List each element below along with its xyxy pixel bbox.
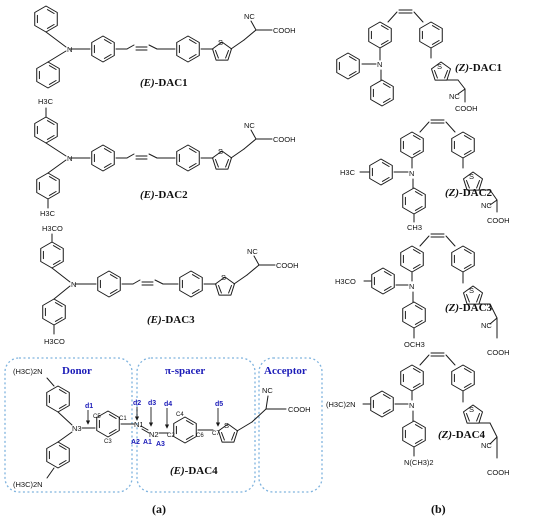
z-dac1-label: (Z)-DAC1 — [455, 62, 502, 74]
atom-n1: N1 — [134, 420, 144, 429]
atom-n2: N2 — [149, 430, 159, 439]
geometric-parameters: d1 d2 d3 d4 d5 A2 A1 A3 — [85, 400, 223, 448]
sulfur-atom: S — [221, 273, 226, 282]
sulfur-atom: S — [437, 62, 442, 71]
donor-region-box — [4, 357, 133, 493]
dimethylamino-group-top: (H3C)2N — [326, 400, 356, 409]
acceptor-region-label: Acceptor — [264, 365, 307, 377]
atom-c1: C1 — [119, 416, 127, 422]
methyl-group-top: H3C — [38, 97, 54, 106]
atom-c2: C2 — [167, 433, 175, 439]
methyl-group-bottom: H3C — [40, 209, 56, 218]
sulfur-atom: S — [469, 286, 474, 295]
e-dac4-structure: (H3C)2N (H3C)2N N3 C5 C3 C1 N1 N2 C2 C4 … — [13, 367, 311, 489]
nitrogen-atom: N — [409, 401, 414, 410]
z-dac1-structure: N S NC COOH — [336, 9, 478, 113]
carboxylic-acid-group: COOH — [273, 26, 296, 35]
z-dac2-label: (Z)-DAC2 — [445, 187, 493, 199]
cyano-group: NC — [244, 121, 255, 130]
carboxylic-acid-group: COOH — [487, 468, 510, 477]
methoxy-group-top: H3CO — [42, 224, 63, 233]
z-dac2-structure: N H3C CH3 S NC COOH — [340, 119, 510, 232]
methyl-group-top: H3C — [340, 168, 356, 177]
nitrogen-atom: N — [409, 282, 414, 291]
param-a1: A1 — [143, 439, 152, 446]
nitrogen-atom: N — [67, 45, 72, 54]
param-d4: d4 — [164, 401, 172, 408]
cyano-group: NC — [481, 321, 492, 330]
methoxy-group-top: H3CO — [335, 277, 356, 286]
sulfur-atom: S — [224, 421, 229, 430]
cyano-group: NC — [262, 386, 273, 395]
e-dac1-structure: N S NC COOH — [34, 5, 296, 89]
atom-n3: N3 — [72, 424, 82, 433]
methyl-group-bottom: CH3 — [407, 223, 422, 232]
sulfur-atom: S — [469, 172, 474, 181]
cyano-group: NC — [449, 92, 460, 101]
panel-a-label: (a) — [152, 502, 166, 516]
acceptor-region-box — [258, 357, 323, 493]
atom-c6: C6 — [196, 433, 204, 439]
sulfur-atom: S — [218, 147, 223, 156]
sulfur-atom: S — [218, 38, 223, 47]
atom-c5: C5 — [93, 414, 101, 420]
sulfur-atom: S — [469, 405, 474, 414]
methoxy-group-bottom: OCH3 — [404, 340, 425, 349]
z-dac3-structure: N H3CO OCH3 S NC COOH — [335, 233, 510, 357]
dimethylamino-group-top: (H3C)2N — [13, 367, 43, 376]
param-a3: A3 — [156, 441, 165, 448]
cyano-group: NC — [481, 441, 492, 450]
e-dac3-label: (E)-DAC3 — [147, 314, 195, 326]
e-dac2-structure: H3C H3C N S NC COOH — [34, 97, 296, 218]
carboxylic-acid-group: COOH — [487, 348, 510, 357]
cyano-group: NC — [244, 12, 255, 21]
z-dac3-label: (Z)-DAC3 — [445, 302, 493, 314]
param-d1: d1 — [85, 403, 93, 410]
cyano-group: NC — [481, 201, 492, 210]
atom-c7: C7 — [212, 431, 220, 437]
param-a2: A2 — [131, 439, 140, 446]
e-dac1-label: (E)-DAC1 — [140, 77, 188, 89]
pi-spacer-region-box — [136, 357, 256, 493]
nitrogen-atom: N — [409, 169, 414, 178]
nitrogen-atom: N — [71, 280, 76, 289]
donor-region-label: Donor — [62, 365, 92, 377]
methoxy-group-bottom: H3CO — [44, 337, 65, 346]
carboxylic-acid-group: COOH — [455, 104, 478, 113]
e-dac2-label: (E)-DAC2 — [140, 189, 188, 201]
carboxylic-acid-group: COOH — [487, 216, 510, 225]
param-d3: d3 — [148, 400, 156, 407]
z-dac4-label: (Z)-DAC4 — [438, 429, 486, 441]
nitrogen-atom: N — [67, 154, 72, 163]
e-dac4-label: (E)-DAC4 — [170, 465, 218, 477]
pi-spacer-region-label: π-spacer — [165, 365, 205, 377]
param-d2: d2 — [133, 400, 141, 407]
param-d5: d5 — [215, 401, 223, 408]
atom-c3: C3 — [104, 439, 112, 445]
atom-c4: C4 — [176, 412, 184, 418]
panel-b-label: (b) — [431, 502, 446, 516]
dimethylamino-group-bottom: N(CH3)2 — [404, 458, 434, 467]
z-dac4-structure: N (H3C)2N N(CH3)2 S NC COOH — [326, 352, 510, 477]
dimethylamino-group-bottom: (H3C)2N — [13, 480, 43, 489]
carboxylic-acid-group: COOH — [273, 135, 296, 144]
nitrogen-atom: N — [377, 60, 382, 69]
cyano-group: NC — [247, 247, 258, 256]
e-dac3-structure: H3CO H3CO N S NC COOH — [40, 224, 299, 346]
carboxylic-acid-group: COOH — [288, 405, 311, 414]
carboxylic-acid-group: COOH — [276, 261, 299, 270]
